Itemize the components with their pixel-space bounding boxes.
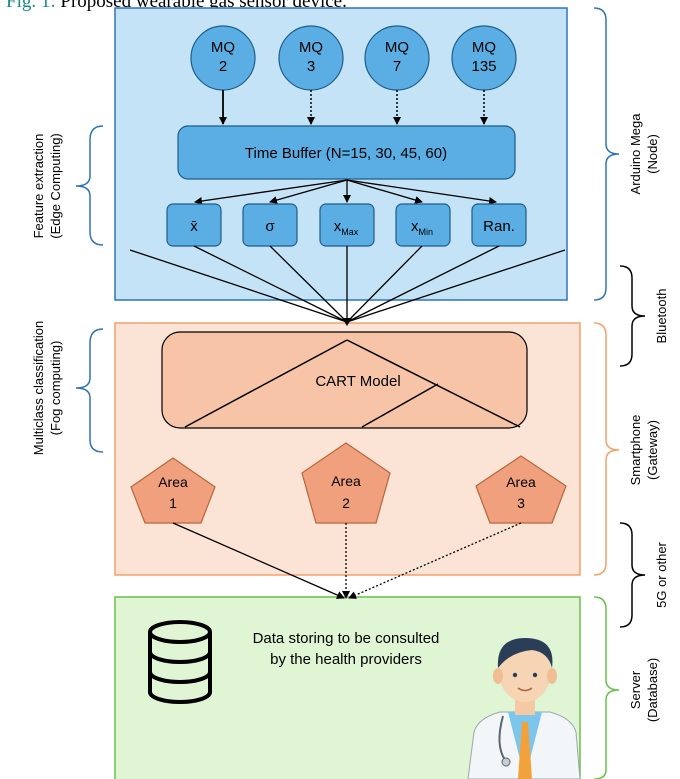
sensor-label: MQ: [211, 39, 235, 56]
feature-range: Ran.: [471, 203, 527, 247]
arrow-area1-server: [172, 522, 345, 599]
label-feature-extraction: Feature extraction (Edge Computing): [31, 133, 63, 239]
junction-arrowhead: [342, 318, 352, 326]
sensor-mq135: MQ 135: [451, 25, 517, 91]
feature-label: Ran.: [483, 218, 515, 235]
feature-model-lines: [129, 245, 566, 323]
label-smartphone: Smartphone (Gateway): [628, 415, 660, 486]
right-brace-arduino: [593, 7, 620, 301]
figure-label: Fig. 1:: [6, 0, 56, 12]
label-server: Server (Database): [628, 658, 660, 722]
sensor-label: MQ: [472, 39, 496, 56]
decision-tree-lines: [184, 339, 521, 428]
feature-std: σ: [242, 203, 298, 247]
area-number: 2: [342, 495, 350, 511]
arrow-area3-server: [348, 522, 522, 599]
right-brace-server: [593, 596, 620, 779]
area-3: Area 3: [475, 455, 567, 524]
server-description-line1: Data storing to be consulted: [253, 630, 440, 647]
server-description-line2: by the health providers: [270, 651, 422, 668]
area-number: 3: [517, 495, 525, 511]
time-buffer-label: Time Buffer (N=15, 30, 45, 60): [245, 145, 447, 162]
sensor-label: MQ: [385, 39, 409, 56]
right-brace-bluetooth: [619, 265, 646, 367]
svg-text:Multiclass classification: Multiclass classification: [31, 321, 46, 455]
feature-label: x̄: [190, 218, 198, 235]
svg-text:Arduino Mega: Arduino Mega: [628, 113, 643, 195]
sensor-mq3: MQ 3: [278, 25, 344, 91]
svg-text:(Node): (Node): [645, 134, 660, 174]
svg-text:(Fog computing): (Fog computing): [48, 341, 63, 436]
feature-label: σ: [265, 218, 275, 235]
cart-model-box: CART Model: [161, 331, 528, 429]
cart-model-label: CART Model: [315, 373, 400, 390]
database-icon: [148, 620, 212, 704]
area-number: 1: [169, 495, 177, 511]
svg-text:Feature extraction: Feature extraction: [31, 134, 46, 239]
svg-text:(Gateway): (Gateway): [645, 420, 660, 480]
feature-label: xMax: [334, 218, 359, 237]
sensor-label: MQ: [299, 39, 323, 56]
area-1: Area 1: [130, 457, 216, 524]
label-arduino-mega: Arduino Mega (Node): [628, 113, 660, 195]
right-brace-5g: [619, 522, 646, 628]
time-buffer-box: Time Buffer (N=15, 30, 45, 60): [177, 125, 516, 180]
right-brace-smartphone: [593, 322, 620, 576]
left-brace-fog: [75, 328, 104, 453]
sensor-number: 135: [471, 58, 496, 75]
svg-text:Server: Server: [628, 670, 643, 709]
sensor-number: 2: [219, 58, 227, 75]
feature-mean: x̄: [166, 203, 222, 247]
feature-label: xMin: [411, 218, 433, 237]
svg-text:Bluetooth: Bluetooth: [654, 289, 669, 344]
doctor-icon: [467, 638, 581, 779]
feature-min: xMin: [395, 203, 451, 247]
label-bluetooth: Bluetooth: [654, 289, 669, 344]
left-brace-edge: [75, 125, 104, 246]
sensor-mq7: MQ 7: [364, 25, 430, 91]
label-5g-or-other: 5G or other: [654, 541, 669, 607]
label-multiclass-classification: Multiclass classification (Fog computing…: [31, 321, 63, 455]
sensor-number: 7: [393, 58, 401, 75]
area-label: Area: [506, 474, 536, 490]
sensor-mq2: MQ 2: [190, 25, 256, 91]
area-label: Area: [331, 473, 361, 489]
svg-text:(Edge Computing): (Edge Computing): [48, 133, 63, 239]
svg-text:5G or other: 5G or other: [654, 541, 669, 607]
area-label: Area: [158, 474, 188, 490]
buffer-feature-arrows: [194, 179, 497, 205]
svg-text:(Database): (Database): [645, 658, 660, 722]
feature-max: xMax: [319, 203, 375, 247]
svg-text:Smartphone: Smartphone: [628, 415, 643, 486]
sensor-number: 3: [307, 58, 315, 75]
